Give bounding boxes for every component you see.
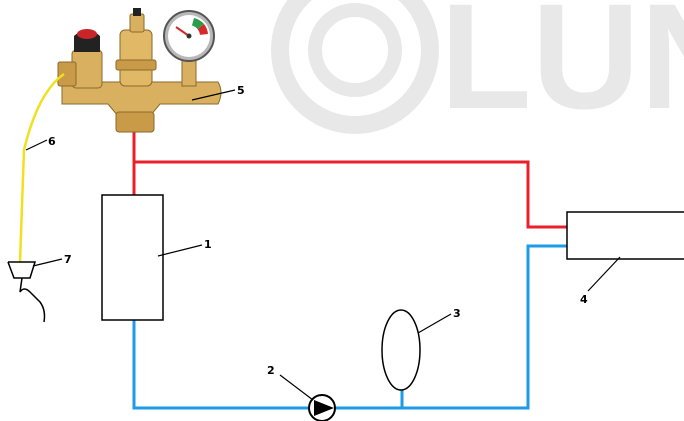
label-radiator: 4	[580, 293, 588, 306]
pump-direction-arrow	[314, 400, 334, 416]
label-pump: 2	[267, 364, 275, 377]
watermark-logo-outer-ring	[271, 0, 439, 134]
leader-line-2	[279, 374, 314, 401]
safety-group-bottom-nut	[115, 111, 155, 133]
label-safety-group: 5	[237, 84, 245, 97]
drain-funnel	[7, 261, 46, 323]
leader-line-5	[191, 89, 236, 101]
drain-funnel-cup	[7, 261, 37, 279]
air-vent-tip	[133, 8, 141, 16]
return-pipe-boiler-to-pump	[132, 320, 310, 410]
leader-line-1	[157, 244, 203, 257]
label-drain-funnel: 7	[64, 253, 72, 266]
air-vent-body	[119, 29, 153, 87]
label-capillary-tube: 6	[48, 135, 56, 148]
drain-hose	[19, 277, 46, 323]
watermark-text: LUN	[440, 0, 684, 140]
leader-lines	[25, 89, 621, 401]
expansion-vessel	[381, 309, 421, 391]
relief-valve-cap-top	[77, 29, 97, 39]
watermark-logo-inner-ring	[308, 3, 402, 97]
radiator	[566, 211, 684, 260]
leader-line-7	[32, 258, 63, 267]
relief-valve-inlet	[57, 61, 77, 87]
pressure-gauge-needle	[175, 26, 190, 37]
capillary-tube	[18, 72, 65, 263]
supply-pipes	[132, 130, 568, 229]
safety-group	[57, 8, 222, 133]
air-vent-cap	[129, 13, 145, 33]
leader-line-4	[587, 256, 621, 292]
return-pipes	[132, 244, 568, 410]
supply-pipe-to-radiator	[134, 160, 568, 229]
return-pipe-pump-to-radiator	[336, 244, 568, 410]
pressure-gauge-hub	[186, 33, 192, 39]
leader-line-6	[25, 139, 48, 151]
label-boiler: 1	[204, 238, 212, 251]
leader-line-3	[417, 313, 452, 334]
circulation-pump	[308, 394, 336, 421]
watermark: LUN	[271, 0, 684, 140]
boiler	[101, 194, 164, 321]
air-vent-collar	[115, 59, 157, 71]
label-expansion-vessel: 3	[453, 307, 461, 320]
